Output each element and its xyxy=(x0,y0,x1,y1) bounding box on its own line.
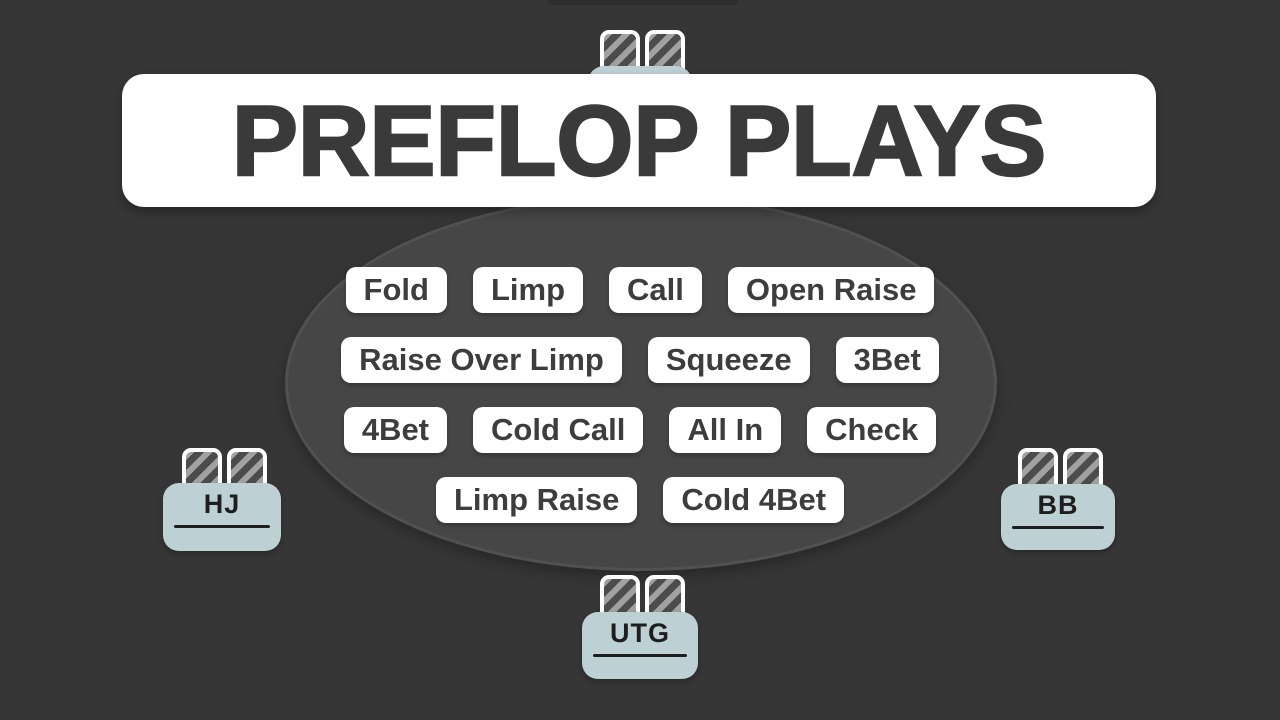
action-row-2: Raise Over Limp Squeeze 3Bet xyxy=(0,337,1280,383)
poker-table xyxy=(285,195,997,571)
title-banner: PREFLOP PLAYS xyxy=(122,74,1156,207)
seat-underline xyxy=(1012,526,1104,529)
top-edge-shape xyxy=(548,0,738,5)
seat-hj: HJ xyxy=(163,448,281,551)
seat-bb: BB xyxy=(1001,448,1115,550)
seat-plate: HJ xyxy=(163,483,281,551)
seat-utg: UTG xyxy=(582,575,698,679)
seat-plate: BB xyxy=(1001,484,1115,550)
seat-label-bb: BB xyxy=(1037,490,1079,520)
action-pill-squeeze: Squeeze xyxy=(647,337,810,383)
action-row-3: 4Bet Cold Call All In Check xyxy=(0,407,1280,453)
action-row-1: Fold Limp Call Open Raise xyxy=(0,267,1280,313)
seat-underline xyxy=(593,654,687,657)
seat-plate: UTG xyxy=(582,612,698,679)
action-pill-4bet: 4Bet xyxy=(343,407,448,453)
seat-label-hj: HJ xyxy=(203,489,241,519)
action-pill-raise-over-limp: Raise Over Limp xyxy=(341,337,622,383)
action-pill-fold: Fold xyxy=(345,267,447,313)
page-title: PREFLOP PLAYS xyxy=(231,83,1048,197)
action-pill-open-raise: Open Raise xyxy=(727,267,935,313)
action-pill-check: Check xyxy=(807,407,937,453)
action-row-4: Limp Raise Cold 4Bet xyxy=(0,477,1280,523)
seat-underline xyxy=(174,525,270,528)
action-pill-all-in: All In xyxy=(669,407,782,453)
action-pill-limp-raise: Limp Raise xyxy=(435,477,638,523)
seat-label-utg: UTG xyxy=(610,618,670,648)
action-pill-cold-4bet: Cold 4Bet xyxy=(663,477,845,523)
action-pill-3bet: 3Bet xyxy=(835,337,939,383)
action-pill-call: Call xyxy=(609,267,702,313)
action-pill-cold-call: Cold Call xyxy=(473,407,644,453)
action-pill-limp: Limp xyxy=(472,267,584,313)
